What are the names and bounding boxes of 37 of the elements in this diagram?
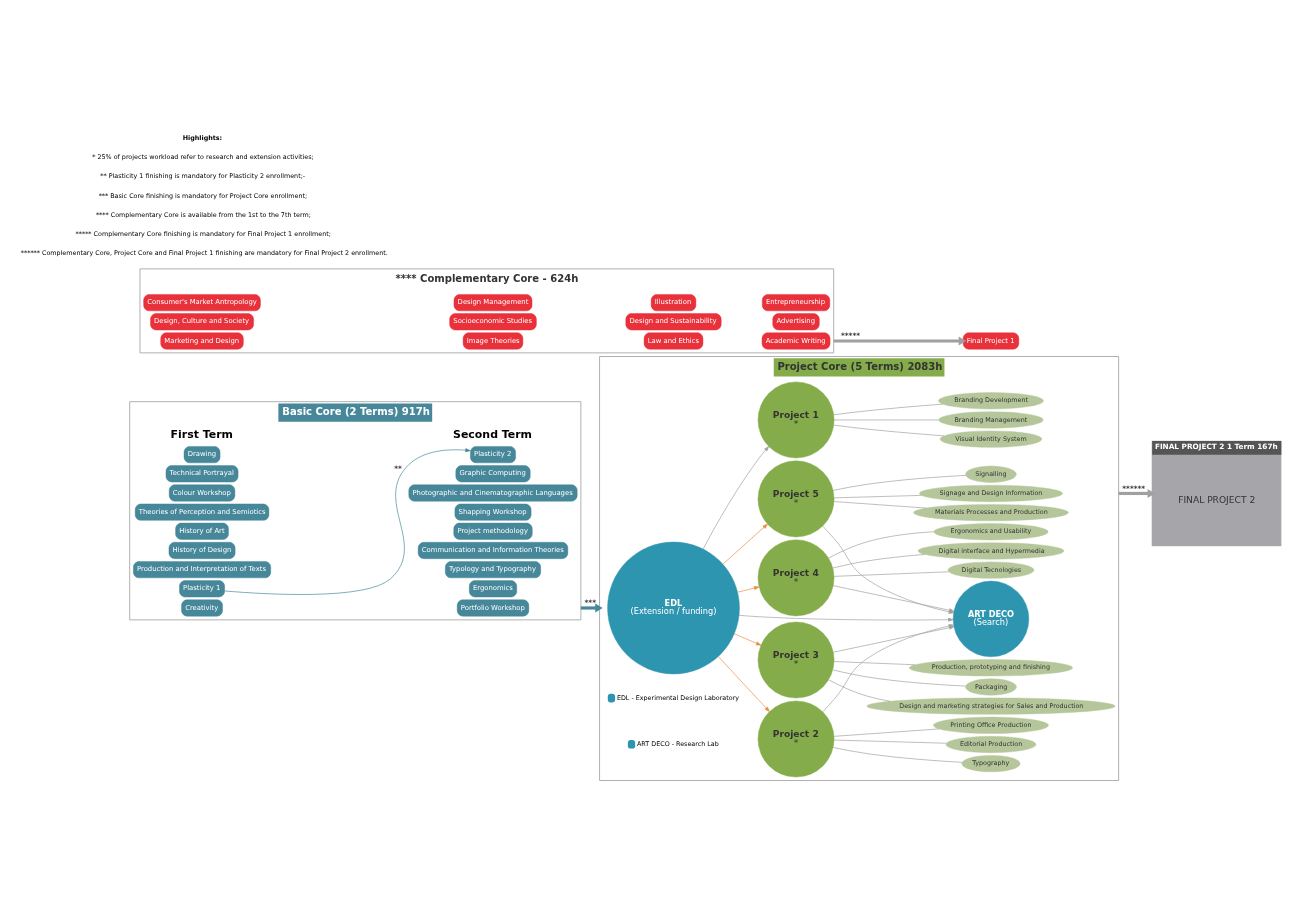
- arrow: [717, 656, 770, 712]
- arrow: [1118, 488, 1155, 498]
- node-circle: Project 1 *: [757, 381, 835, 459]
- arrow: [822, 525, 954, 614]
- arrow: [702, 446, 770, 550]
- connector: [828, 679, 891, 702]
- arrow: [722, 523, 768, 565]
- arrow: [580, 603, 603, 613]
- node-circle: EDL (Extension / funding): [607, 541, 740, 675]
- arrow: [833, 585, 955, 613]
- label: First Term: [170, 427, 233, 441]
- node-circle: Project 2 *: [757, 700, 835, 778]
- connector: [832, 747, 963, 763]
- connector: [832, 475, 967, 491]
- connector: [833, 501, 927, 509]
- connector: [833, 661, 916, 666]
- connector: [828, 531, 934, 559]
- arrow: [833, 336, 967, 346]
- connector: [832, 669, 966, 687]
- node-circle: Project 4 *: [757, 539, 835, 617]
- arrow: [224, 448, 471, 595]
- arrow: [833, 625, 955, 653]
- node-circle: ART DECO (Search): [952, 580, 1030, 658]
- connector: [833, 739, 947, 744]
- connector: [833, 419, 939, 421]
- arrow: [737, 586, 760, 593]
- connector: [833, 571, 950, 577]
- node-circle: Project 5 *: [757, 460, 835, 538]
- arrow: [738, 615, 954, 622]
- connector: [833, 495, 922, 499]
- label: Second Term: [453, 427, 533, 441]
- arrow: [733, 633, 762, 646]
- connector: [833, 728, 940, 737]
- connector: [833, 424, 945, 437]
- connector: [833, 403, 944, 416]
- arrow: [822, 624, 954, 713]
- connector: [832, 554, 926, 569]
